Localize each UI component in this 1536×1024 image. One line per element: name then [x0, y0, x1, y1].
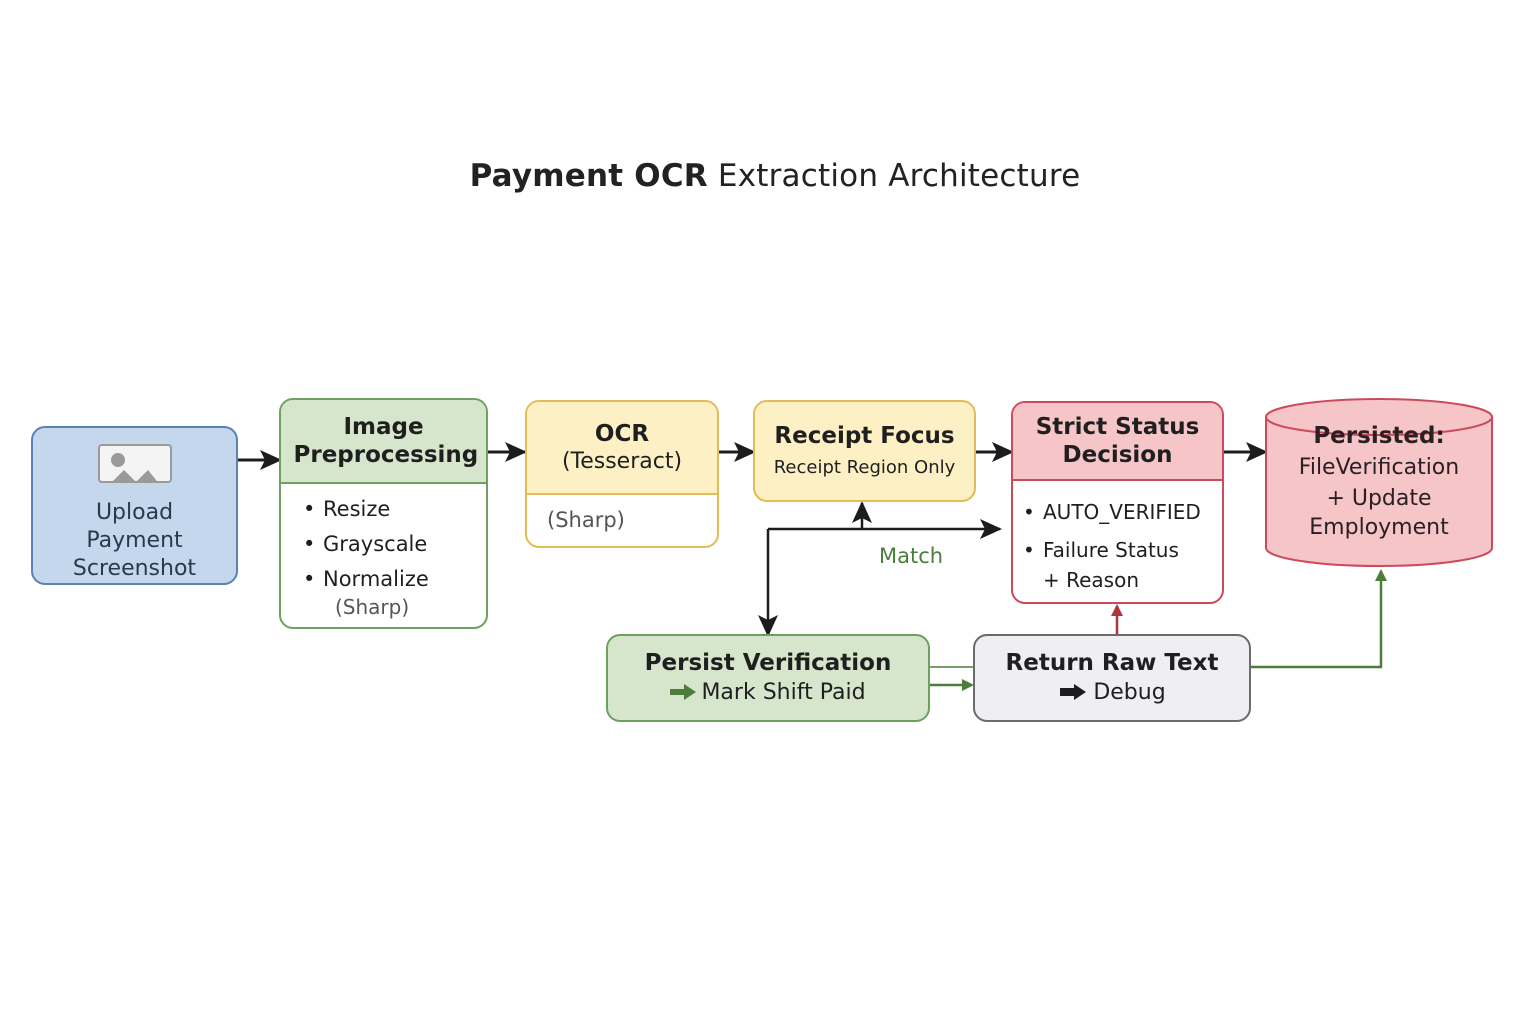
upload-label: Upload Payment Screenshot [72, 500, 197, 581]
raw-text-node: Return Raw Text Debug [973, 634, 1251, 722]
decision-items: AUTO_VERIFIED Failure Status [1013, 481, 1222, 569]
persisted-node: Persisted: FileVerification + Update Emp… [1266, 420, 1492, 542]
persist-verification-action-row: Mark Shift Paid [670, 679, 866, 707]
ocr-title: OCR [594, 420, 650, 447]
persisted-line: FileVerification [1298, 455, 1460, 480]
upload-node: Upload Payment Screenshot [31, 426, 238, 585]
preprocess-node: Image Preprocessing Resize Grayscale Nor… [279, 398, 488, 629]
right-arrow-icon [670, 684, 697, 700]
decision-item: AUTO_VERIFIED [1021, 493, 1222, 531]
persist-verification-action: Mark Shift Paid [701, 680, 866, 705]
decision-item-continuation: + Reason [1043, 568, 1140, 592]
raw-text-title: Return Raw Text [1005, 650, 1219, 676]
ocr-subtitle: (Tesseract) [561, 448, 683, 474]
decision-item: Failure Status [1021, 531, 1222, 569]
persist-verification-title: Persist Verification [644, 650, 892, 676]
ocr-node: OCR (Tesseract) (Sharp) [525, 400, 719, 548]
persisted-heading: Persisted: [1313, 423, 1445, 449]
preprocess-step: Grayscale [301, 527, 486, 562]
receipt-subtitle: Receipt Region Only [773, 457, 956, 478]
persist-verification-node: Persist Verification Mark Shift Paid [606, 634, 930, 722]
receipt-title: Receipt Focus [774, 423, 955, 449]
preprocess-step: Resize [301, 492, 486, 527]
status-decision-node: Strict Status Decision AUTO_VERIFIED Fai… [1011, 401, 1224, 604]
raw-text-action: Debug [1093, 680, 1166, 705]
preprocess-title: Image Preprocessing [293, 414, 479, 468]
persisted-cylinder [1265, 398, 1493, 567]
persisted-line: Employment [1309, 515, 1449, 540]
preprocess-step: Normalize [301, 562, 486, 597]
diagram-title: Payment OCR Extraction Architecture [0, 158, 1536, 194]
ocr-note: (Sharp) [547, 508, 625, 532]
match-label: Match [879, 544, 944, 568]
title-bold-part: Payment OCR [469, 158, 708, 194]
right-arrow-icon [1060, 684, 1087, 700]
preprocess-note: (Sharp) [335, 595, 410, 619]
decision-title: Strict Status Decision [1035, 414, 1200, 468]
image-icon [97, 444, 172, 483]
receipt-focus-node: Receipt Focus Receipt Region Only [753, 400, 976, 502]
preprocess-steps: Resize Grayscale Normalize [281, 484, 486, 597]
raw-text-action-row: Debug [1058, 679, 1166, 707]
persisted-line: + Update [1326, 486, 1432, 511]
arrow-rawtext-to-persisted [1251, 569, 1387, 669]
title-rest-part: Extraction Architecture [717, 158, 1081, 194]
